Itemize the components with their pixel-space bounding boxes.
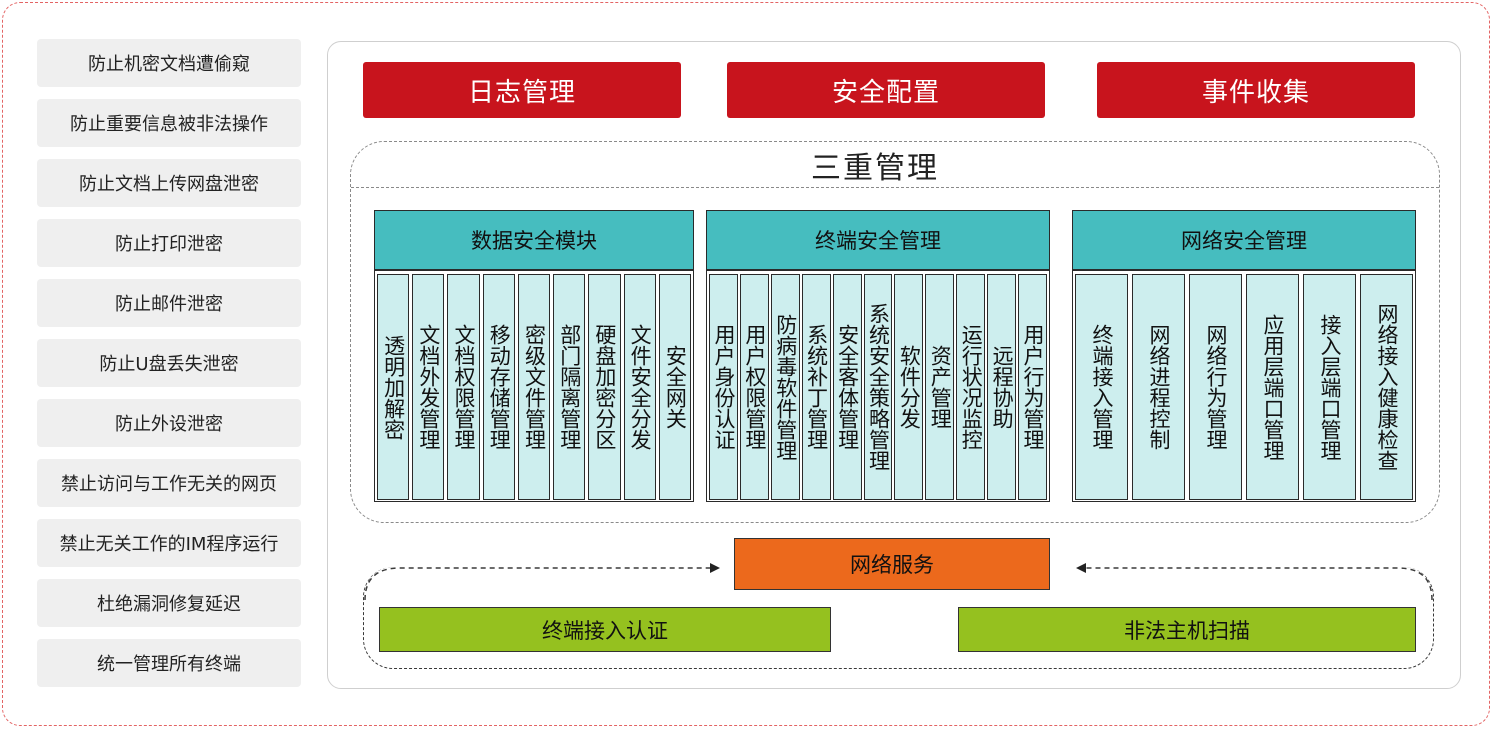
module-item: 系统补丁管理 xyxy=(801,274,831,500)
module-header: 数据安全模块 xyxy=(375,211,693,271)
module-item: 网络接入健康检查 xyxy=(1360,274,1413,500)
right-arrowhead-icon xyxy=(1076,563,1086,573)
module-item: 用户权限管理 xyxy=(739,274,769,500)
module-item: 防病毒软件管理 xyxy=(770,274,800,500)
left-item: 防止打印泄密 xyxy=(37,219,301,267)
module-item: 应用层端口管理 xyxy=(1246,274,1299,500)
illegal-host-scan-box: 非法主机扫描 xyxy=(958,607,1416,652)
module-item: 远程协助 xyxy=(987,274,1017,500)
right-connector-arrow xyxy=(1086,567,1433,601)
module-item: 安全网关 xyxy=(658,274,691,500)
module-item: 网络进程控制 xyxy=(1132,274,1185,500)
module-item: 用户行为管理 xyxy=(1018,274,1047,500)
module-columns: 用户身份认证 用户权限管理 防病毒软件管理 系统补丁管理 安全客体管理 系统安全… xyxy=(707,273,1049,501)
left-item: 防止机密文档遭偷窥 xyxy=(37,39,301,87)
left-item: 杜绝漏洞修复延迟 xyxy=(37,579,301,627)
module-item: 部门隔离管理 xyxy=(553,274,586,500)
left-arrowhead-icon xyxy=(710,563,720,573)
module-item: 软件分发 xyxy=(894,274,924,500)
triple-management-title: 三重管理 xyxy=(811,151,939,186)
log-management-box: 日志管理 xyxy=(363,62,681,118)
left-item: 防止邮件泄密 xyxy=(37,279,301,327)
module-item: 运行状况监控 xyxy=(956,274,986,500)
left-feature-list: 防止机密文档遭偷窥 防止重要信息被非法操作 防止文档上传网盘泄密 防止打印泄密 … xyxy=(37,39,301,699)
module-data-security: 数据安全模块 透明加解密 文档外发管理 文档权限管理 移动存储管理 密级文件管理… xyxy=(374,210,694,502)
module-item: 硬盘加密分区 xyxy=(588,274,621,500)
security-config-box: 安全配置 xyxy=(727,62,1045,118)
module-item: 资产管理 xyxy=(925,274,955,500)
module-item: 移动存储管理 xyxy=(482,274,515,500)
left-item: 统一管理所有终端 xyxy=(37,639,301,687)
module-item: 文档外发管理 xyxy=(412,274,445,500)
module-item: 用户身份认证 xyxy=(709,274,738,500)
triple-management-frame xyxy=(350,141,1440,523)
left-item: 防止U盘丢失泄密 xyxy=(37,339,301,387)
module-item: 安全客体管理 xyxy=(832,274,862,500)
left-item: 防止重要信息被非法操作 xyxy=(37,99,301,147)
left-item: 禁止访问与工作无关的网页 xyxy=(37,459,301,507)
left-item: 禁止无关工作的IM程序运行 xyxy=(37,519,301,567)
module-item: 系统安全策略管理 xyxy=(863,274,893,500)
left-item: 防止外设泄密 xyxy=(37,399,301,447)
module-network-security: 网络安全管理 终端接入管理 网络进程控制 网络行为管理 应用层端口管理 接入层端… xyxy=(1072,210,1416,502)
module-header: 网络安全管理 xyxy=(1073,211,1415,271)
module-columns: 透明加解密 文档外发管理 文档权限管理 移动存储管理 密级文件管理 部门隔离管理… xyxy=(375,273,693,501)
module-item: 终端接入管理 xyxy=(1075,274,1128,500)
module-item: 文档权限管理 xyxy=(447,274,480,500)
module-item: 网络行为管理 xyxy=(1189,274,1242,500)
endpoint-access-auth-box: 终端接入认证 xyxy=(379,607,831,652)
bottom-dashed-frame xyxy=(363,567,1434,669)
network-service-box: 网络服务 xyxy=(734,538,1050,590)
module-item: 密级文件管理 xyxy=(517,274,551,500)
module-item: 文件安全分发 xyxy=(623,274,656,500)
left-connector-arrow xyxy=(364,567,712,601)
event-collection-box: 事件收集 xyxy=(1097,62,1415,118)
module-item: 接入层端口管理 xyxy=(1303,274,1356,500)
triple-management-divider xyxy=(351,187,1439,188)
module-columns: 终端接入管理 网络进程控制 网络行为管理 应用层端口管理 接入层端口管理 网络接… xyxy=(1073,273,1415,501)
module-header: 终端安全管理 xyxy=(707,211,1049,271)
module-item: 透明加解密 xyxy=(377,274,410,500)
left-item: 防止文档上传网盘泄密 xyxy=(37,159,301,207)
module-endpoint-security: 终端安全管理 用户身份认证 用户权限管理 防病毒软件管理 系统补丁管理 安全客体… xyxy=(706,210,1050,502)
